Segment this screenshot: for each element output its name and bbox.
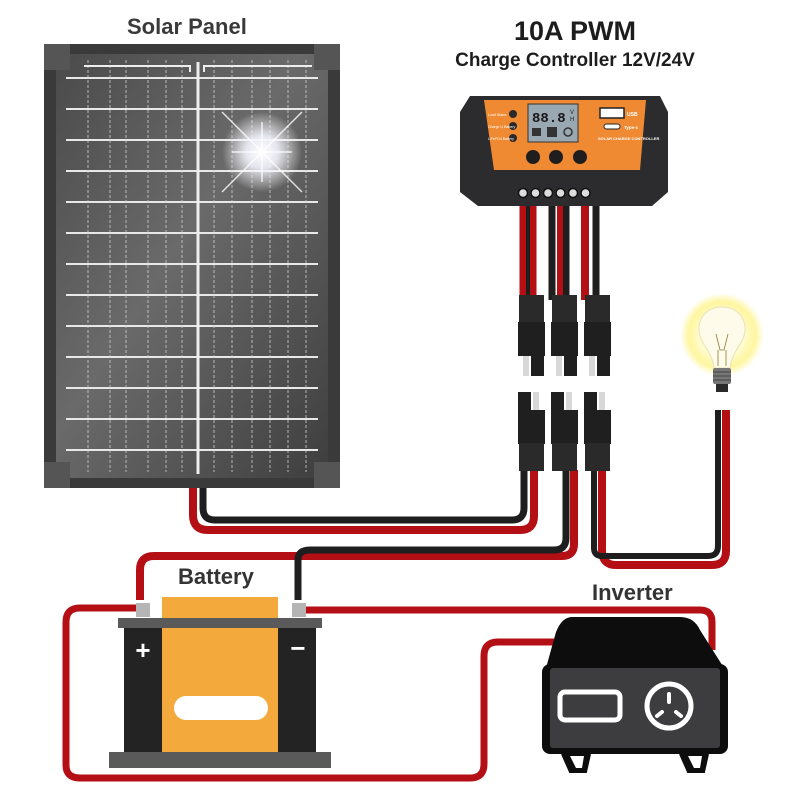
connector-upper-hood bbox=[597, 356, 610, 376]
connector-upper-plug[interactable] bbox=[518, 322, 545, 356]
connector-upper-pin bbox=[556, 356, 562, 376]
wires bbox=[62, 195, 730, 782]
battery-label: Battery bbox=[178, 564, 254, 589]
wire-load-black bbox=[591, 410, 721, 559]
connector-lower-plug[interactable] bbox=[518, 410, 545, 444]
inverter-display bbox=[557, 689, 623, 723]
wire-battery-red bbox=[136, 470, 578, 600]
inverter-top bbox=[546, 617, 724, 668]
outlet-pin-right bbox=[674, 710, 683, 718]
battery-base bbox=[109, 752, 331, 768]
battery-negative-symbol: − bbox=[290, 633, 305, 663]
inverter-label: Inverter bbox=[592, 580, 673, 605]
connector-upper-pin bbox=[589, 356, 595, 376]
svg-text:LiFePO4 Battery: LiFePO4 Battery bbox=[488, 137, 514, 141]
connector-lower-pin bbox=[599, 392, 605, 412]
terminal-screw bbox=[517, 187, 529, 199]
indicator-led-1 bbox=[509, 110, 517, 118]
connector-lower-hood bbox=[551, 392, 564, 412]
sae-connectors bbox=[518, 295, 611, 471]
bulb-filament bbox=[715, 333, 729, 366]
wire-controller-1 bbox=[519, 195, 537, 300]
wire-battery-left bbox=[62, 604, 560, 782]
connector-upper-hood bbox=[531, 356, 544, 376]
terminal-screw bbox=[567, 187, 579, 199]
wire-controller-2 bbox=[548, 195, 570, 300]
connector-lower-plug[interactable] bbox=[584, 410, 611, 444]
connector-upper-boot bbox=[585, 295, 610, 323]
connector-lower-pin bbox=[566, 392, 572, 412]
battery-terminal-negative bbox=[292, 603, 306, 617]
outlet-pin-left bbox=[655, 710, 664, 718]
wire-panel-black bbox=[199, 470, 528, 524]
connector-lower-boot bbox=[585, 443, 610, 471]
connector-lower-boot bbox=[552, 443, 577, 471]
panel-surface bbox=[56, 54, 328, 478]
lcd-unit-v: V bbox=[570, 110, 574, 116]
battery-label-panel bbox=[162, 628, 278, 752]
connector-lower-pin bbox=[533, 392, 539, 412]
controller-button-3[interactable] bbox=[573, 150, 587, 164]
wire-inverter-top bbox=[300, 606, 716, 650]
terminal-screw bbox=[530, 187, 541, 199]
inverter bbox=[542, 617, 728, 773]
battery: + − bbox=[109, 597, 331, 768]
typec-port[interactable] bbox=[603, 123, 621, 130]
terminal-screws bbox=[517, 187, 591, 199]
light-bulb bbox=[680, 293, 764, 392]
indicator-led-2 bbox=[509, 122, 517, 130]
wire-load-red bbox=[598, 410, 730, 569]
lcd-unit-h: H bbox=[570, 117, 574, 123]
connector-lower-hood bbox=[518, 392, 531, 412]
connector-upper-plug[interactable] bbox=[551, 322, 578, 356]
inverter-outlet-icon bbox=[644, 681, 694, 731]
solar-panel bbox=[44, 44, 340, 488]
wire-battery-black bbox=[294, 470, 570, 600]
connector-upper-pin bbox=[523, 356, 529, 376]
controller-button-2[interactable] bbox=[549, 150, 563, 164]
connector-upper-boot bbox=[552, 295, 577, 323]
battery-window bbox=[174, 696, 268, 720]
terminal-screw bbox=[580, 187, 591, 199]
panel-top-bus bbox=[84, 65, 312, 72]
controller-title: 10A PWM bbox=[513, 16, 636, 46]
svg-text:USB: USB bbox=[627, 112, 638, 118]
usb-port[interactable] bbox=[599, 107, 625, 119]
inverter-face bbox=[550, 668, 720, 748]
terminal-screw bbox=[555, 187, 566, 199]
svg-text:SOLAR CHARGE CONTROLLER: SOLAR CHARGE CONTROLLER bbox=[598, 136, 659, 141]
controller-subtitle: Charge Controller 12V/24V bbox=[455, 50, 695, 71]
wire-panel-red bbox=[189, 470, 538, 534]
solar-panel-label: Solar Panel bbox=[127, 14, 247, 39]
connector-lower-plug[interactable] bbox=[551, 410, 578, 444]
charge-controller: 88.8 V H Load Status Charge Li Battery L… bbox=[460, 96, 668, 206]
sun-glare-rays bbox=[221, 111, 303, 193]
svg-text:Charge Li Battery: Charge Li Battery bbox=[488, 125, 515, 129]
battery-positive-symbol: + bbox=[135, 635, 150, 665]
battery-top-cap bbox=[162, 597, 278, 619]
connector-upper-boot bbox=[519, 295, 544, 323]
indicator-led-3 bbox=[509, 134, 517, 142]
lcd-digits: 88.8 bbox=[532, 111, 566, 127]
connector-lower-hood bbox=[584, 392, 597, 412]
connector-upper-hood bbox=[564, 356, 577, 376]
svg-text:Type-c: Type-c bbox=[624, 125, 639, 130]
svg-text:Load Status: Load Status bbox=[488, 113, 507, 117]
battery-terminal-positive bbox=[136, 603, 150, 617]
terminal-screw bbox=[542, 187, 554, 199]
connector-upper-plug[interactable] bbox=[584, 322, 611, 356]
connector-lower-boot bbox=[519, 443, 544, 471]
controller-button-1[interactable] bbox=[526, 150, 540, 164]
battery-lid bbox=[118, 618, 322, 628]
